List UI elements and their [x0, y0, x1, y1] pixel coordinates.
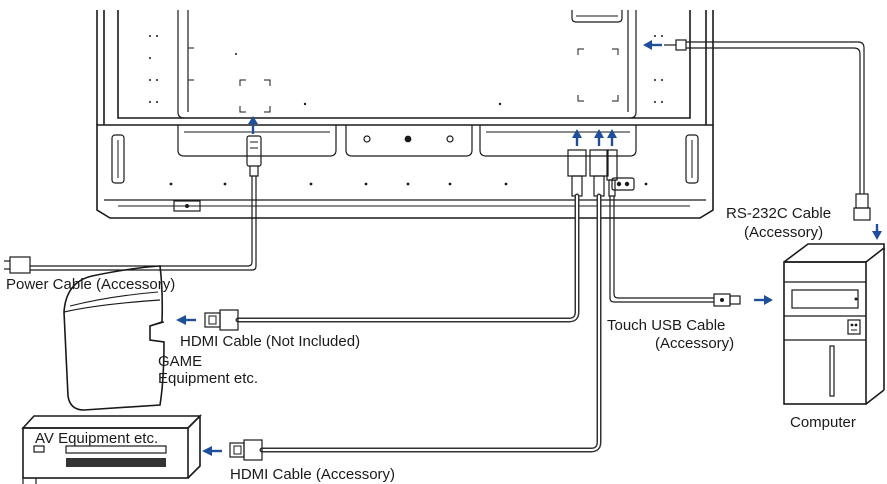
hdmi-plug-av [229, 439, 263, 461]
rs232c-cable [664, 39, 871, 221]
game-equipment-label: Equipment etc. [158, 370, 258, 387]
usb-plug [713, 293, 741, 307]
rs232c-cable-label: RS-232C Cable [726, 205, 831, 222]
av-equipment-label: AV Equipment etc. [35, 430, 158, 447]
hdmi-not-included-label: HDMI Cable (Not Included) [180, 333, 360, 350]
panel-dots [149, 35, 663, 106]
hdmi-cable-av [259, 193, 602, 453]
hdmi-cable-game [235, 193, 580, 323]
rs232c-accessory-label: (Accessory) [744, 224, 823, 241]
computer-label: Computer [790, 414, 856, 431]
game-label: GAME [158, 353, 202, 370]
monitor-rear-panel [96, 10, 714, 219]
power-cable-label: Power Cable (Accessory) [6, 276, 175, 293]
usb-cable [609, 196, 714, 303]
mount-marks-left [187, 47, 271, 113]
av-equipment [21, 414, 202, 484]
power-cable [4, 135, 262, 274]
touch-usb-label: Touch USB Cable [607, 317, 725, 334]
hdmi-connectors-monitor [567, 149, 618, 197]
computer-tower [783, 243, 885, 405]
connection-arrows [176, 40, 882, 456]
hdmi-accessory-label: HDMI Cable (Accessory) [230, 466, 395, 483]
game-console [63, 265, 165, 411]
touch-usb-accessory-label: (Accessory) [655, 335, 734, 352]
hdmi-plug-game [204, 309, 239, 331]
mount-marks-right [577, 48, 619, 102]
